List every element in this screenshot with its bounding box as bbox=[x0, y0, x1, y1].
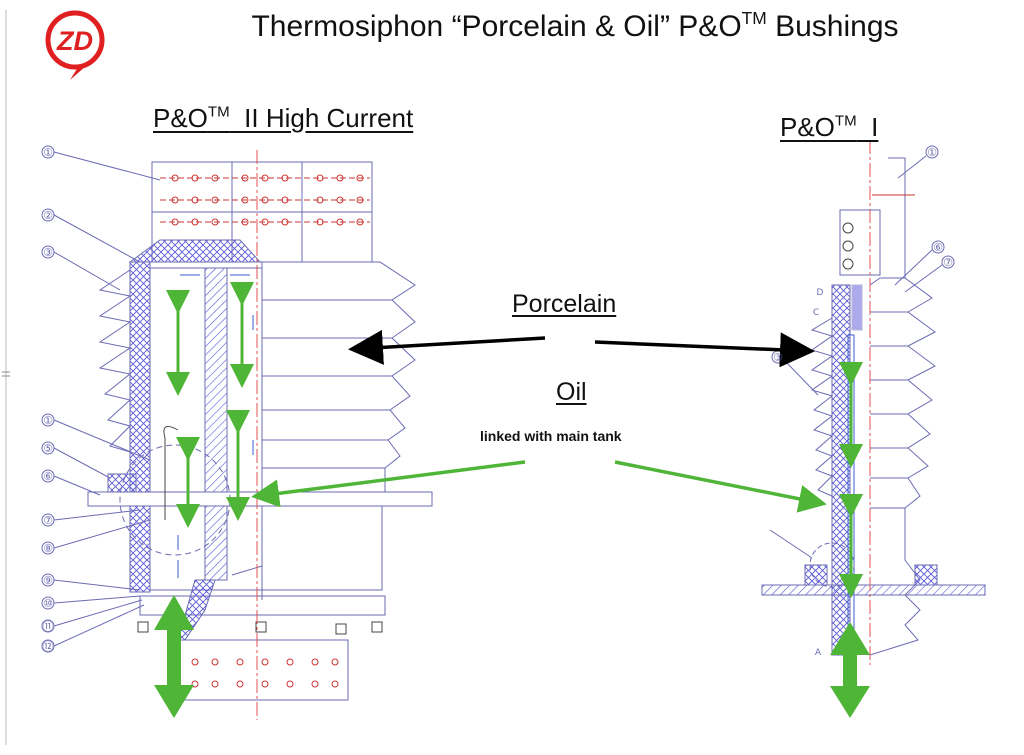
right-callouts bbox=[769, 145, 955, 559]
left-diagram-label: P&O bbox=[153, 103, 208, 133]
callout-label: ⑫ bbox=[43, 640, 54, 653]
porcelain-label: Porcelain bbox=[512, 290, 617, 318]
flange-bolts bbox=[137, 621, 383, 635]
callout-label: ② bbox=[43, 209, 53, 222]
zd-logo: ZD bbox=[45, 10, 105, 80]
linked-with-main-tank-label: linked with main tank bbox=[480, 428, 622, 444]
callout-label: ⑤ bbox=[43, 442, 53, 455]
logo-text: ZD bbox=[56, 26, 93, 56]
oil-label: Oil bbox=[556, 378, 587, 406]
right-porcelain-sheds-outline bbox=[262, 261, 416, 492]
left-diagram-suffix: II High Current bbox=[229, 103, 414, 133]
detail-letter: D bbox=[817, 288, 824, 298]
left-oil-flow-arrows bbox=[166, 282, 254, 528]
callout-label: ① bbox=[927, 146, 937, 159]
flow-ticks bbox=[177, 274, 254, 578]
right-bushing-drawing bbox=[761, 140, 986, 665]
callout-label: ③ bbox=[773, 351, 783, 364]
detail-letter: A bbox=[815, 648, 822, 658]
callout-label: ① bbox=[43, 146, 53, 159]
callout-label: ⑩ bbox=[43, 597, 53, 610]
terminal-holes-bottom bbox=[191, 658, 339, 688]
oil-pointer-arrows bbox=[251, 460, 827, 513]
page-title: Thermosiphon “Porcelain & Oil” P&OTM Bus… bbox=[160, 8, 990, 44]
left-porcelain-sheds-outline bbox=[98, 269, 132, 453]
callout-label: ⑥ bbox=[43, 470, 53, 483]
page-margin-marks bbox=[2, 10, 10, 745]
callout-label: ⑦ bbox=[943, 256, 953, 269]
left-callout-digits: ① ② ③ ① ⑤ ⑥ ⑦ ⑧ ⑨ ⑩ ⑪ ⑫ bbox=[43, 146, 54, 653]
title-tm: TM bbox=[741, 8, 767, 28]
right-diagram-tm: TM bbox=[834, 112, 857, 130]
terminal-holes-top bbox=[160, 174, 370, 226]
callout-label: ⑨ bbox=[43, 574, 53, 587]
left-diagram-tm: TM bbox=[207, 103, 230, 121]
callout-label: ⑥ bbox=[933, 241, 943, 254]
left-bottom-double-arrow bbox=[154, 595, 194, 718]
right-bottom-double-arrow bbox=[830, 622, 870, 718]
title-end: Bushings bbox=[766, 10, 899, 44]
detail-letter: C bbox=[813, 308, 819, 318]
callout-label: ⑧ bbox=[43, 542, 53, 555]
callout-label: ⑪ bbox=[43, 620, 54, 633]
porcelain-pointer-arrows bbox=[348, 329, 815, 368]
callout-label: ⑦ bbox=[43, 514, 53, 527]
right-callout-digits: ① ⑥ ⑦ ③ D C A bbox=[773, 146, 953, 658]
left-callouts bbox=[41, 145, 161, 653]
right-diagram-label: P&O bbox=[780, 112, 835, 142]
callout-label: ① bbox=[43, 414, 53, 427]
right-diagram-title: P&OTM I bbox=[780, 112, 878, 143]
right-diagram-suffix: I bbox=[856, 112, 879, 142]
left-diagram-title: P&OTM II High Current bbox=[153, 103, 413, 134]
callout-label: ③ bbox=[43, 246, 53, 259]
title-main: Thermosiphon “Porcelain & Oil” P&O bbox=[251, 10, 742, 44]
